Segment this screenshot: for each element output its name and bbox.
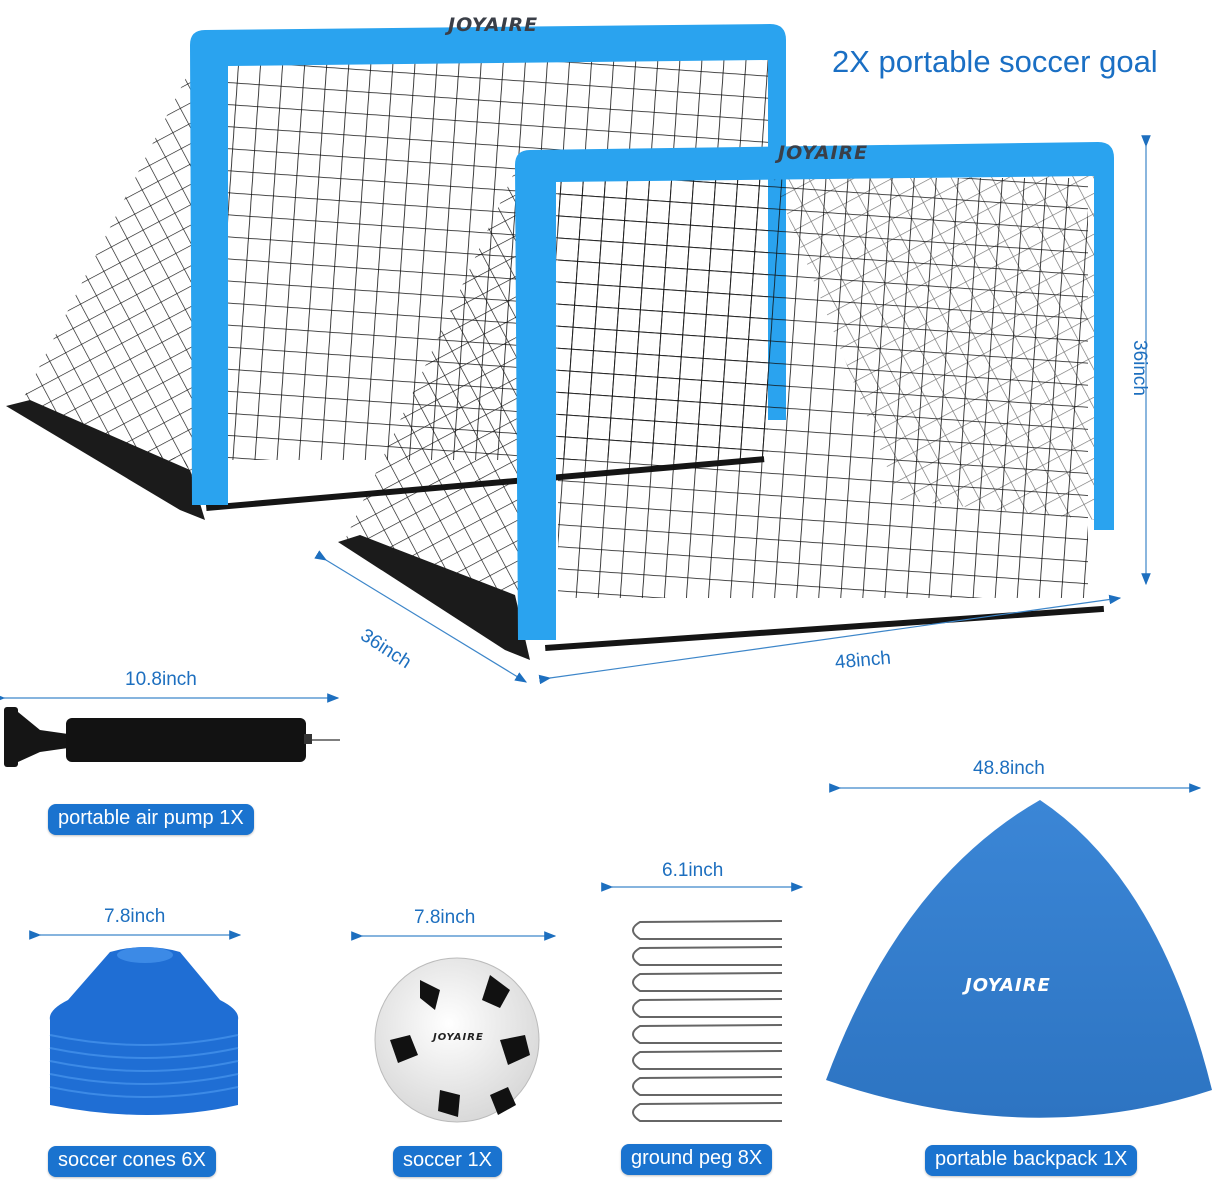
cones-label: soccer cones 6X [48, 1146, 216, 1177]
air-pump-image [0, 693, 340, 767]
air-pump-label: portable air pump 1X [48, 804, 254, 835]
depth-arrow [314, 550, 528, 683]
goal-height-label: 36inch [1129, 340, 1150, 396]
pegs-dimension: 6.1inch [662, 860, 724, 881]
backpack-label: portable backpack 1X [925, 1145, 1138, 1176]
goal-back-logo: JOYAIRE [448, 14, 539, 36]
ball-label: soccer 1X [393, 1146, 502, 1177]
width-arrow [538, 594, 1122, 685]
page-title: 2X portable soccer goal [832, 44, 1158, 79]
goal-front-logo: JOYAIRE [778, 142, 869, 164]
backpack-logo: JOYAIRE [965, 975, 1051, 996]
ball-dimension: 7.8inch [414, 907, 476, 928]
backpack-image [826, 783, 1212, 1118]
backpack-dimension: 48.8inch [973, 758, 1045, 779]
air-pump-dimension: 10.8inch [125, 669, 197, 690]
cones-dimension: 7.8inch [104, 906, 166, 927]
soccer-ball-image [351, 931, 557, 1123]
soccer-cones-image [29, 930, 242, 1115]
ground-pegs-image [601, 882, 804, 1122]
ball-logo: JOYAIRE [433, 1032, 484, 1043]
pegs-label: ground peg 8X [621, 1144, 773, 1175]
